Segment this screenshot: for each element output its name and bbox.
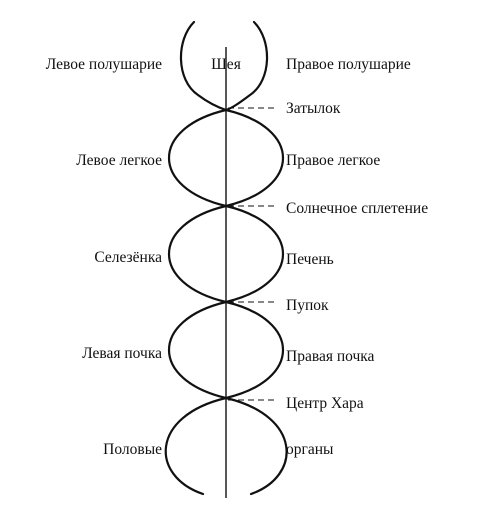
label-genital-left: Половые — [103, 441, 162, 458]
label-genital-right: органы — [286, 441, 334, 458]
label-spleen: Селезёнка — [94, 249, 162, 266]
label-right-lung: Правое легкое — [286, 152, 380, 169]
label-navel: Пупок — [286, 297, 329, 314]
label-hara-center: Центр Хара — [286, 395, 364, 412]
label-left-hemisphere: Левое полушарие — [46, 56, 162, 73]
helix-strand-left — [164, 20, 231, 496]
helix-strand-right — [221, 20, 288, 496]
label-solar-plexus: Солнечное сплетение — [286, 200, 428, 217]
label-liver: Печень — [286, 251, 334, 268]
label-right-hemisphere: Правое полушарие — [286, 56, 411, 73]
label-occiput: Затылок — [286, 100, 341, 117]
label-left-lung: Левое легкое — [76, 152, 162, 169]
label-right-kidney: Правая почка — [286, 348, 375, 365]
label-neck: Шея — [211, 56, 241, 73]
label-left-kidney: Левая почка — [82, 345, 162, 362]
